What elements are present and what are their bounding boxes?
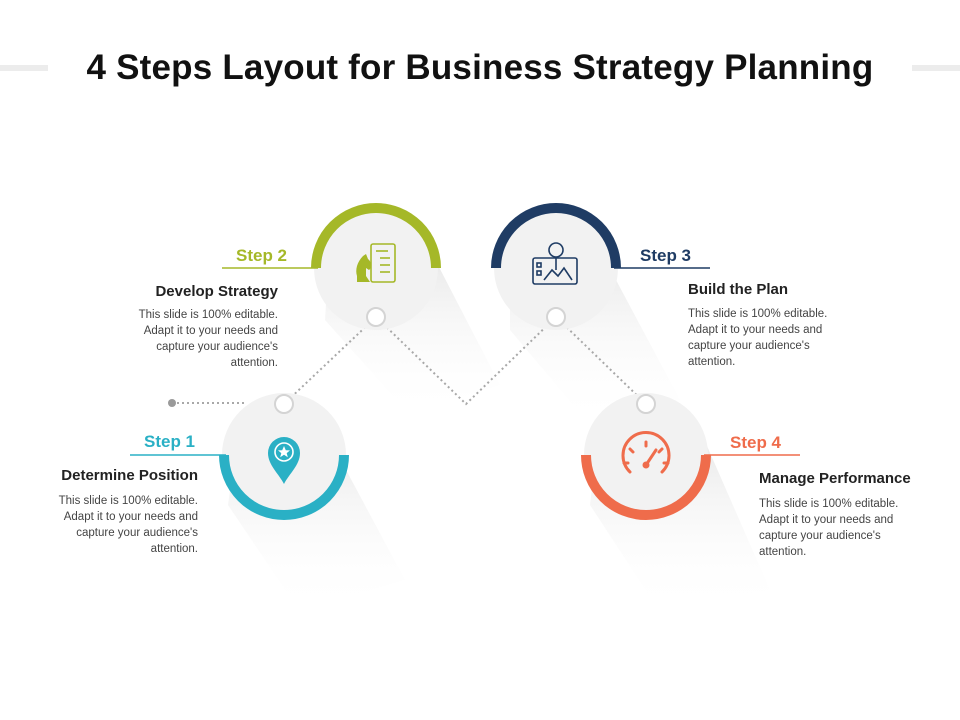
step1-circle [219,393,349,520]
step1-body: This slide is 100% editable. Adapt it to… [58,495,198,555]
title-rule-right [912,65,960,71]
step4-heading: Manage Performance [759,470,911,487]
connectors [172,316,647,406]
title-bar: 4 Steps Layout for Business Strategy Pla… [0,40,960,96]
step2-circle [311,203,441,330]
step-underlines [130,267,800,456]
location-pin-star-icon [268,437,300,484]
step4-arc [581,454,711,520]
step1-arc [219,454,349,520]
step3-circle [491,203,621,330]
step3-arc [491,203,621,269]
connector-3-4 [555,316,647,405]
chess-knight-strategy-icon [356,243,396,283]
map-pin-plan-icon [532,242,578,285]
step1-heading: Determine Position [61,467,198,484]
title-rule-left [0,65,48,71]
step3-node [546,307,566,327]
step2-body: This slide is 100% editable. Adapt it to… [138,309,278,369]
connector-1-2 [283,316,377,405]
step2-heading: Develop Strategy [155,283,278,300]
step1-node [274,394,294,414]
connector-2-3 [375,316,557,406]
step2-label: Step 2 [236,246,288,265]
step2-node [366,307,386,327]
speedometer-icon [621,430,671,474]
step3-heading: Build the Plan [688,281,789,298]
step4-node [636,394,656,414]
step3-body: This slide is 100% editable. Adapt it to… [688,308,828,368]
step1-label: Step 1 [144,432,196,451]
connector-start-dot [168,399,176,407]
page-title: 4 Steps Layout for Business Strategy Pla… [86,48,874,87]
step3-label: Step 3 [640,246,692,265]
step4-body: This slide is 100% editable. Adapt it to… [759,498,899,558]
step2-arc [311,203,441,269]
step4-circle [581,393,711,520]
step4-label: Step 4 [730,433,782,452]
